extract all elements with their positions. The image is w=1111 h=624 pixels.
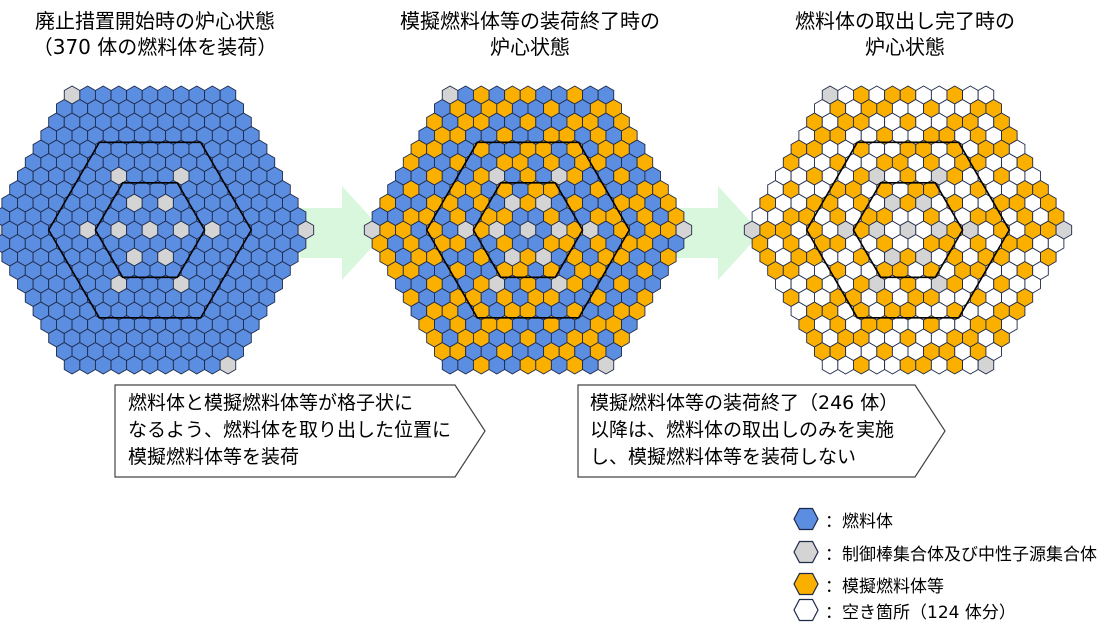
core-zone-boundary <box>47 141 253 319</box>
hexagon-white-icon <box>793 598 819 622</box>
callout-1-text: 燃料体と模擬燃料体等が格子状に なるよう、燃料体を取り出した位置に 模擬燃料体等… <box>128 390 451 471</box>
hexagon-orange-icon <box>793 572 819 596</box>
callout-1-line-3: 模擬燃料体等を装荷 <box>128 446 300 468</box>
callout-1-box <box>114 384 486 478</box>
callout-2-line-2: 以降は、燃料体の取出しのみを実施 <box>590 419 895 441</box>
hexagon-blue-icon <box>793 507 819 531</box>
arrow-right-1 <box>300 186 385 280</box>
control-hex-cell <box>675 220 693 240</box>
core-zone-boundary <box>852 182 964 279</box>
legend-control: ：制御棒集合体及び中性子源集合体 <box>793 540 1097 565</box>
callout-2-line-3: し、模擬燃料体等を装荷しない <box>590 446 857 468</box>
legend-fuel-label: ：燃料体 <box>825 511 893 532</box>
arrow-right-2 <box>676 186 761 280</box>
legend-empty-label: ：空き箇所（124 体分） <box>825 602 1016 623</box>
core-zone-boundary <box>425 141 631 319</box>
panel-2-title: 模擬燃料体等の装荷終了時の 炉心状態 <box>400 9 660 59</box>
legend-fuel: ：燃料体 <box>793 507 893 532</box>
legend-empty: ：空き箇所（124 体分） <box>793 598 1016 623</box>
callout-1-line-2: なるよう、燃料体を取り出した位置に <box>128 419 452 441</box>
legend-dummy-label: ：模擬燃料体等 <box>825 576 944 597</box>
control-hex-cell <box>1055 220 1073 240</box>
core-zone-boundary <box>472 182 584 279</box>
panel-1-title: 廃止措置開始時の炉心状態 （370 体の燃料体を装荷） <box>32 9 278 59</box>
callout-2-text: 模擬燃料体等の装荷終了（246 体） 以降は、燃料体の取出しのみを実施 し、模擬… <box>590 390 898 471</box>
callout-2-line-1: 模擬燃料体等の装荷終了（246 体） <box>590 392 899 414</box>
callout-1-line-1: 燃料体と模擬燃料体等が格子状に <box>128 392 414 414</box>
panel-3-title: 燃料体の取出し完了時の 炉心状態 <box>795 9 1015 59</box>
legend-control-label: ：制御棒集合体及び中性子源集合体 <box>825 544 1097 565</box>
control-hex-cell <box>297 220 315 240</box>
hexagon-gray-icon <box>793 540 819 564</box>
core-zone-boundary <box>94 182 206 279</box>
legend-dummy: ：模擬燃料体等 <box>793 572 944 597</box>
core-zone-boundary <box>805 141 1011 319</box>
callout-2-box <box>577 384 946 478</box>
core-hex-layer <box>0 85 1073 375</box>
